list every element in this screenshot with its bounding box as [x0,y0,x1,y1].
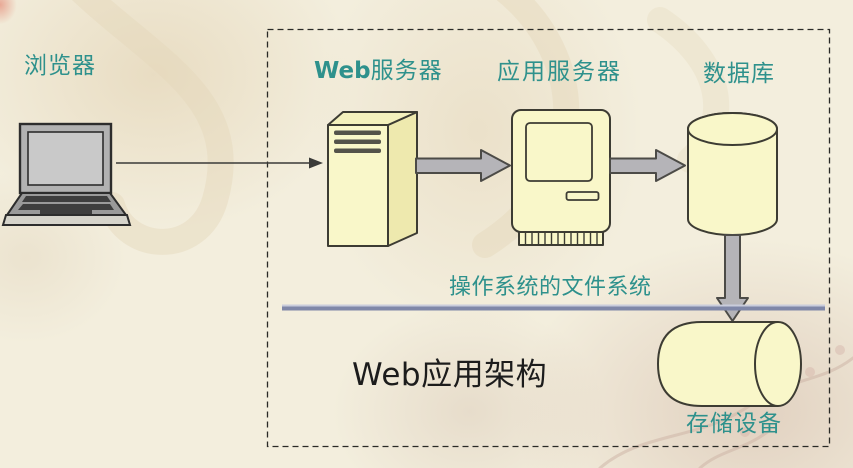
diagram-title: Web应用架构 [352,357,548,393]
file-system-label: 操作系统的文件系统 [449,275,652,300]
tower-server-icon [327,111,418,247]
system-boundary-box [266,28,831,448]
web-server-label: Web服务器 [314,58,443,84]
storage-label: 存储设备 [686,411,782,437]
web-server-label-en: Web [314,58,371,84]
laptop-icon [1,122,132,226]
file-system-divider-line [282,304,825,311]
arrow-web-to-app-server [415,149,511,182]
database-label: 数据库 [703,61,775,87]
app-server-label: 应用服务器 [497,59,622,85]
browser-label: 浏览器 [24,53,96,79]
arrow-browser-to-web-server [116,157,323,169]
horizontal-cylinder-icon [656,321,802,407]
cylinder-database-icon [687,112,778,236]
web-server-label-cn: 服务器 [370,58,443,84]
arrow-app-to-database [609,149,686,182]
desktop-computer-icon [511,109,611,246]
